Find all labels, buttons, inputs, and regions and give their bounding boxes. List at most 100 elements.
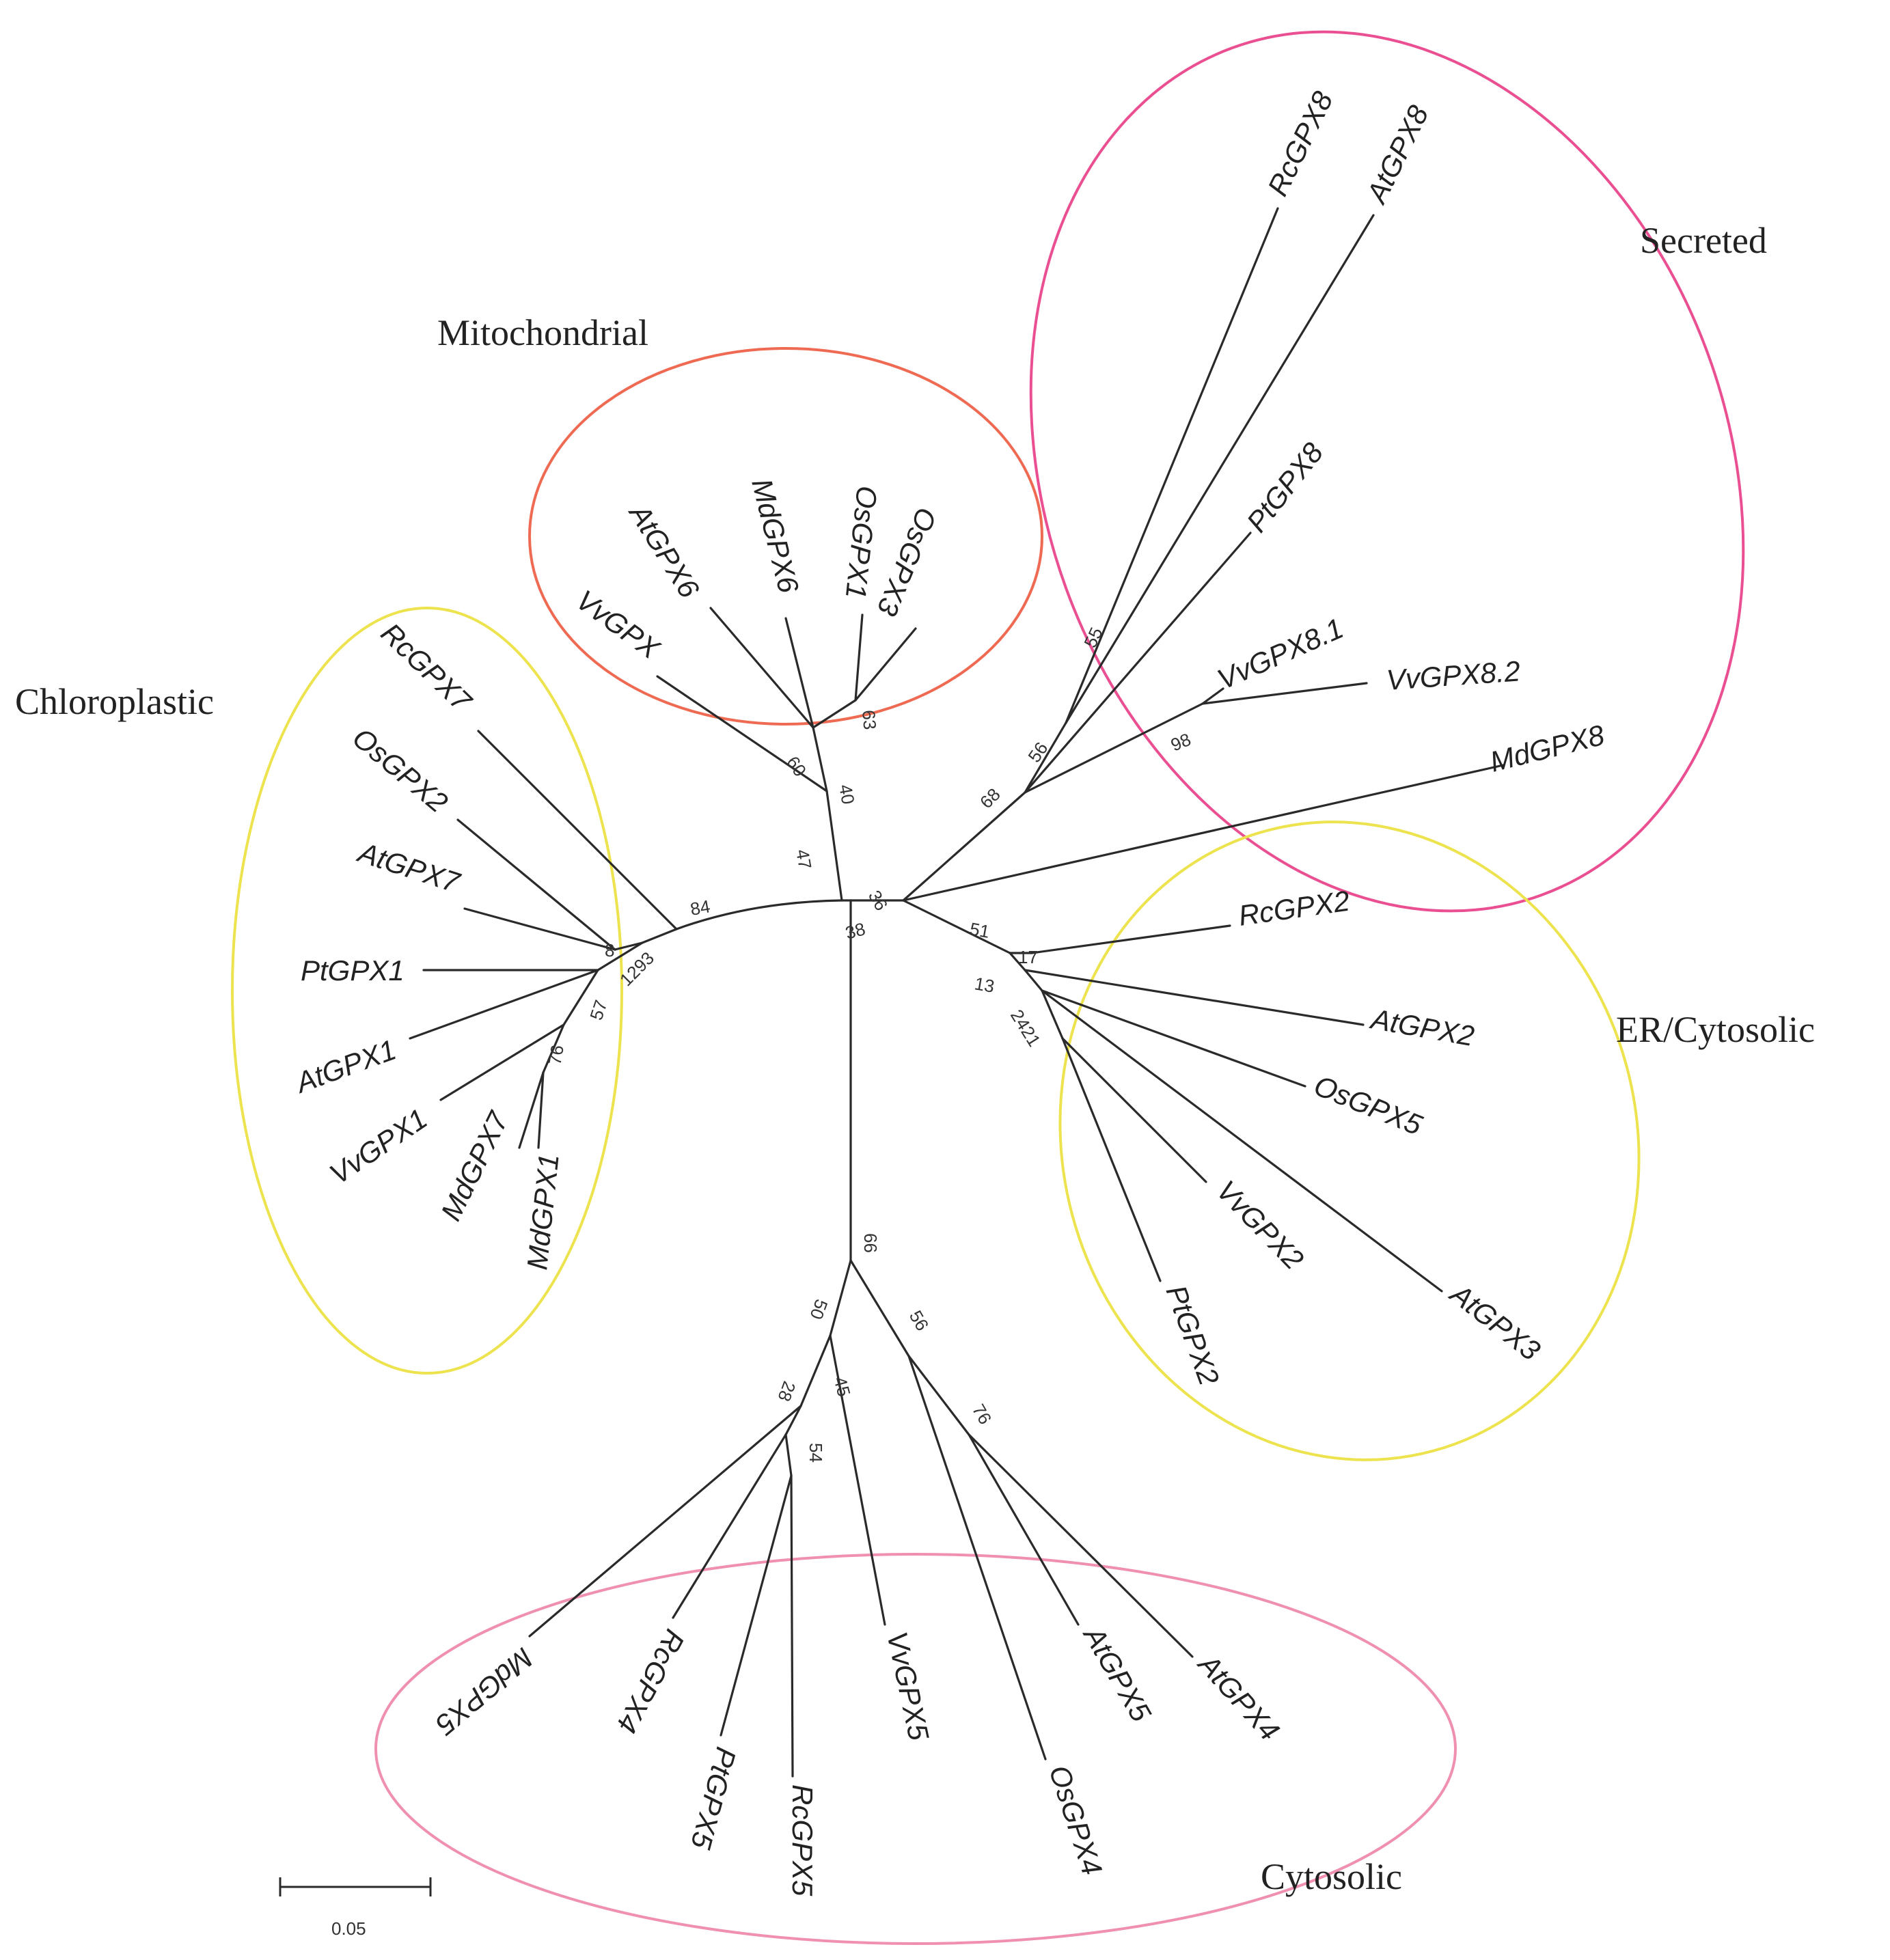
branch (1061, 1037, 1162, 1282)
leaf-label: AtGPX3 (1443, 1276, 1546, 1366)
branch (854, 613, 864, 702)
branch (784, 617, 814, 729)
branch (1041, 989, 1443, 1293)
chloroplastic-ellipse (231, 607, 623, 1375)
branch (656, 675, 828, 792)
branch (1065, 207, 1279, 724)
leaf-label: RcGPX4 (610, 1625, 691, 1738)
branch (1024, 969, 1043, 992)
branch (537, 1071, 545, 1149)
branch (1201, 682, 1368, 705)
branch (907, 1355, 1047, 1761)
bootstrap-values: 55 56 68 98 36 63 60 40 47 84 8 1293 57 … (544, 624, 1194, 1463)
leaf-label: OsGPX1 (840, 484, 884, 601)
branch (477, 730, 678, 930)
leaf-label: RcGPX2 (1237, 885, 1352, 932)
branch (614, 941, 644, 951)
bootstrap-value: 47 (792, 848, 816, 871)
secreted-ellipse (1029, 30, 1745, 913)
branch (812, 699, 857, 729)
leaf-label: RcGPX5 (786, 1784, 819, 1896)
branch (849, 1259, 910, 1357)
leaf-label: RcGPX8 (1261, 86, 1339, 201)
leaf-labels: RcGPX8 AtGPX8 PtGPX8 VvGPX8.1 VvGPX8.2 M… (290, 86, 1608, 1896)
branch (784, 1433, 793, 1477)
bootstrap-value: 54 (806, 1443, 826, 1463)
branch (672, 1433, 787, 1619)
leaf-label: AtGPX4 (1191, 1646, 1285, 1746)
leaf-label: OsGPX5 (1310, 1069, 1427, 1142)
leaf-label: MdGPX8 (1487, 719, 1608, 778)
branch (542, 1023, 565, 1074)
bootstrap-value: 84 (689, 896, 712, 920)
branch (968, 1433, 1080, 1626)
branch (799, 1334, 832, 1407)
bootstrap-value: 55 (1080, 624, 1106, 651)
branch (439, 1023, 565, 1101)
bootstrap-value: 17 (1018, 947, 1038, 967)
leaf-label: AtGPX7 (353, 836, 464, 899)
branch (528, 1405, 802, 1638)
branch (1201, 687, 1224, 705)
branch (409, 969, 599, 1040)
bootstrap-value: 66 (860, 1233, 881, 1253)
branch (829, 1334, 886, 1626)
branch (902, 764, 1505, 902)
bootstrap-value: 56 (905, 1307, 933, 1334)
branch (709, 607, 814, 729)
bootstrap-value: 50 (806, 1297, 832, 1322)
branch (968, 1433, 1194, 1658)
group-labels: Mitochondrial Secreted Chloroplastic ER/… (15, 220, 1815, 1897)
branch (1009, 952, 1026, 971)
leaf-label: VvGPX1 (324, 1102, 433, 1190)
branch (518, 1071, 545, 1149)
branch (784, 1405, 802, 1436)
branch (1041, 989, 1064, 1040)
group-label-secreted: Secreted (1640, 220, 1767, 261)
bootstrap-value: 36 (864, 887, 892, 914)
branch (562, 969, 599, 1026)
branch (463, 907, 616, 951)
scale-bar: 0.05 (279, 1877, 432, 1939)
branch (812, 726, 828, 792)
leaf-label: AtGPX6 (622, 497, 706, 604)
leaf-label: AtGPX2 (1367, 1002, 1477, 1052)
leaf-label: RcGPX7 (375, 617, 478, 718)
bootstrap-value: 76 (968, 1400, 996, 1428)
group-label-cytosolic: Cytosolic (1261, 1856, 1402, 1897)
branch (902, 791, 1026, 902)
tree-branches (409, 207, 1505, 1778)
leaf-label: VvGPX8.2 (1385, 654, 1521, 696)
group-label-chloroplastic: Chloroplastic (15, 681, 214, 722)
bootstrap-value: 57 (586, 997, 611, 1023)
branch (790, 1474, 794, 1778)
scale-bar-label: 0.05 (331, 1918, 366, 1939)
leaf-label: MdGPX1 (521, 1152, 565, 1271)
leaf-label: AtGPX1 (290, 1033, 400, 1099)
branch (675, 899, 843, 930)
branch (1024, 969, 1365, 1026)
bootstrap-value: 28 (773, 1379, 799, 1404)
branch (456, 818, 616, 951)
bootstrap-value: 51 (968, 918, 991, 942)
branch (1024, 702, 1204, 794)
bootstrap-value: 38 (843, 918, 868, 943)
branch (641, 928, 678, 944)
leaf-label: PtGPX8 (1240, 437, 1330, 538)
bootstrap-value: 40 (835, 783, 859, 806)
group-label-mitochondrial: Mitochondrial (437, 312, 648, 353)
leaf-label: PtGPX1 (301, 954, 405, 986)
leaf-label: MdGPX5 (429, 1642, 539, 1741)
bootstrap-value: 13 (973, 973, 996, 997)
branch (902, 899, 1011, 954)
leaf-label: AtGPX5 (1077, 1619, 1158, 1727)
leaf-label: VvGPX5 (881, 1629, 935, 1743)
branch (1024, 532, 1252, 794)
bootstrap-value: 76 (544, 1043, 568, 1066)
branch (1041, 989, 1306, 1088)
bootstrap-value: 45 (830, 1375, 854, 1399)
leaf-label: MdGPX7 (435, 1106, 515, 1226)
leaf-label: OsGPX4 (1043, 1761, 1108, 1879)
